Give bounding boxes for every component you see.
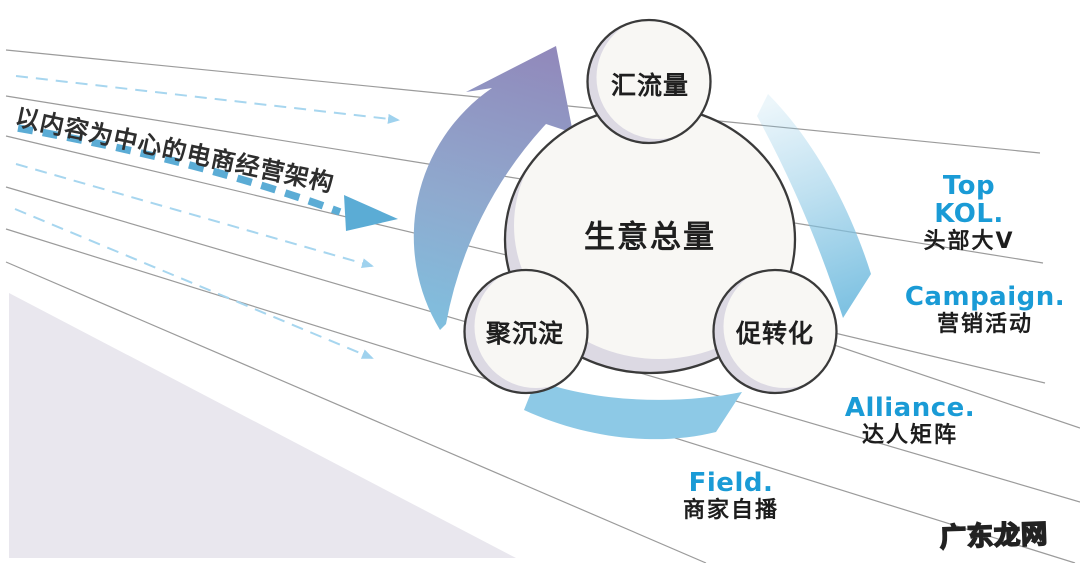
node-circle-left [463,268,589,395]
cycle-arc-right [757,94,871,318]
corner-wedge-shape [9,293,516,558]
node-circle-top [586,18,712,145]
dashed-arrow-top-icon [15,75,400,124]
cycle-arrow-up-icon [413,46,573,330]
channel-field-zh: 商家自播 [682,498,780,523]
channel-campaign: Campaign. 营销活动 [905,283,1065,339]
channel-top-kol-en: Top KOL. [934,171,1004,229]
cycle-arc-bottom [524,380,742,440]
node-label-retention: 聚沉淀 [485,319,565,348]
dashed-flow-arrows [14,75,400,359]
channel-alliance-en: Alliance. [844,393,976,423]
channel-campaign-en: Campaign. [904,282,1066,312]
channel-top-kol: Top KOL. 头部大V [914,172,1025,256]
dashed-arrow-middle-icon [15,163,374,269]
channel-alliance: Alliance. 达人矩阵 [845,394,975,450]
channel-field-en: Field. [688,468,774,498]
channel-campaign-zh: 营销活动 [936,312,1034,337]
main-dashed-arrow-icon [17,124,398,231]
node-circle-right [712,268,838,395]
node-label-conversion: 促转化 [735,319,815,348]
channel-alliance-zh: 达人矩阵 [861,423,958,448]
channel-top-kol-zh: 头部大V [923,229,1015,254]
dashed-arrow-bottom-icon [14,208,374,359]
watermark: 广东龙网 [939,519,1050,555]
node-label-traffic: 汇流量 [610,71,690,100]
center-circle-label: 生意总量 [584,219,716,256]
channel-field: Field. 商家自播 [683,469,779,525]
